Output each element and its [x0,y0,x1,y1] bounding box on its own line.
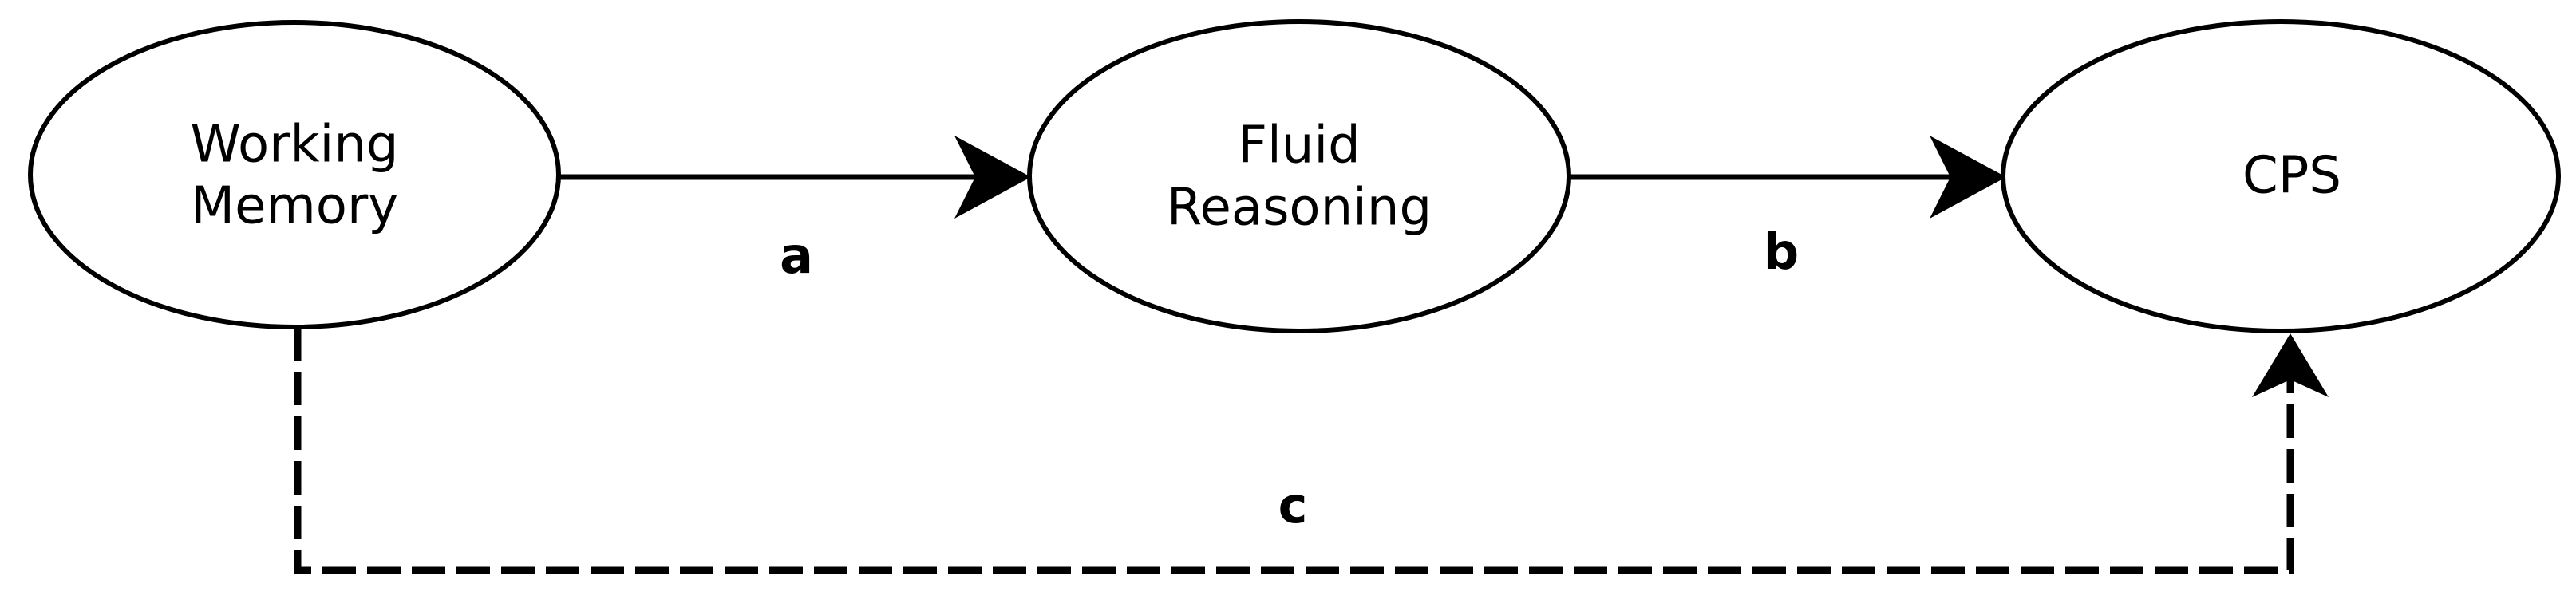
edge-path-b[interactable]: b [1568,136,2006,281]
cps-label-line1: CPS [2242,147,2341,206]
path-c-dashed-line [294,327,2294,574]
edge-path-c[interactable]: c [294,327,2329,574]
path-a-arrowhead-icon [954,136,1031,219]
cps-ellipse [2001,19,2561,333]
working-memory-ellipse [28,20,561,329]
fluid-reasoning-label-line2: Reasoning [1167,179,1432,238]
path-b-label: b [1764,223,1799,281]
path-a-label: a [780,227,813,285]
fluid-reasoning-ellipse [1027,19,1571,333]
path-b-arrowhead-icon [1930,136,2006,219]
working-memory-label-line1: Working [190,116,398,175]
fluid-reasoning-label-line1: Fluid [1238,116,1361,175]
node-fluid-reasoning[interactable]: Fluid Reasoning [1027,19,1571,333]
path-c-label: c [1278,476,1308,534]
edge-path-a[interactable]: a [559,136,1031,285]
node-working-memory[interactable]: Working Memory [28,20,561,329]
working-memory-label-line2: Memory [191,177,398,236]
path-c-arrowhead-icon [2252,333,2329,397]
node-cps[interactable]: CPS [2001,19,2561,333]
